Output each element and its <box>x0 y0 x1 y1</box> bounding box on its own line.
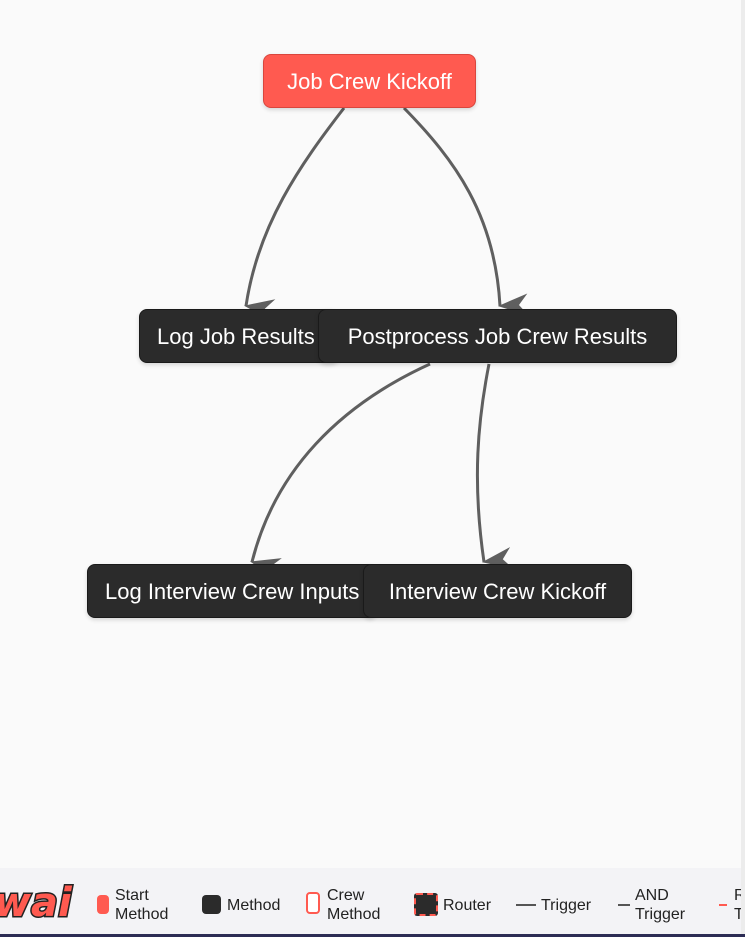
router-swatch <box>414 893 438 916</box>
edge-kickoff-to-log-job-results <box>244 107 346 321</box>
trigger-swatch <box>516 904 536 906</box>
node-postprocess-job-crew-results[interactable]: Postprocess Job Crew Results <box>318 309 677 363</box>
edge-postprocess-to-log-interview-inputs <box>250 362 431 580</box>
start-method-swatch <box>97 895 109 914</box>
legend-trigger: Trigger <box>541 897 592 914</box>
bottom-border <box>0 934 745 937</box>
and-trigger-swatch <box>618 904 630 906</box>
flow-canvas[interactable] <box>0 0 741 868</box>
svg-text:wai: wai <box>0 880 73 926</box>
legend-method: Method <box>227 897 281 914</box>
node-interview-crew-kickoff[interactable]: Interview Crew Kickoff <box>363 564 632 618</box>
crewai-logo: wai <box>0 879 74 928</box>
edge-kickoff-to-postprocess <box>402 106 529 316</box>
method-swatch <box>202 895 221 914</box>
crew-method-swatch <box>306 892 320 914</box>
node-log-interview-crew-inputs[interactable]: Log Interview Crew Inputs <box>87 564 377 618</box>
node-job-crew-kickoff[interactable]: Job Crew Kickoff <box>263 54 476 108</box>
edge-layer <box>244 106 529 580</box>
node-log-job-results[interactable]: Log Job Results <box>139 309 339 363</box>
edge-postprocess-to-interview-kickoff <box>475 363 514 569</box>
router-trigger-swatch <box>719 904 727 906</box>
legend-router: Router <box>443 897 492 914</box>
scrollbar-track[interactable] <box>741 0 745 937</box>
